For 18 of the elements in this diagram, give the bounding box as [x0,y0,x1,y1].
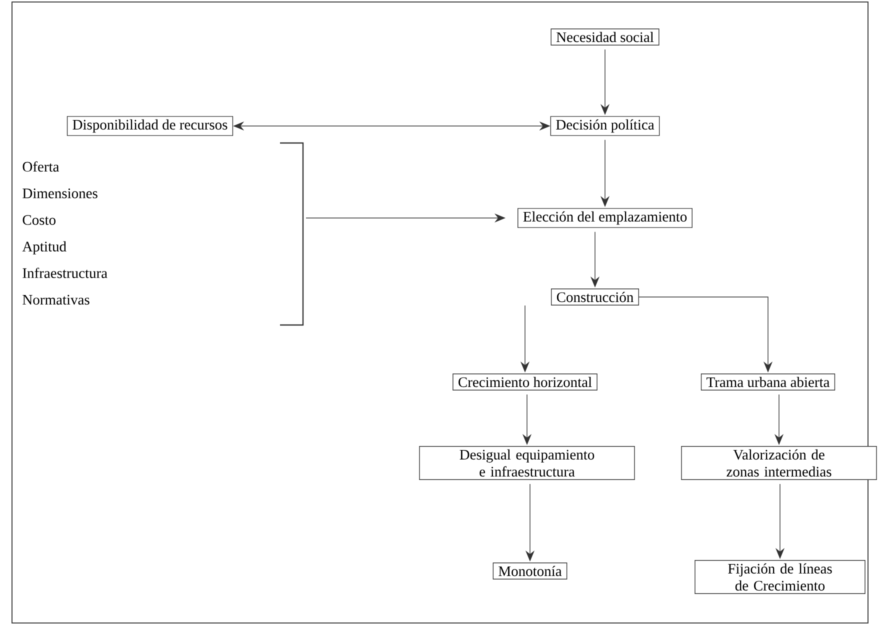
node-label: Normativas [22,294,90,305]
process-box: Desigual equipamiento e infraestructura [419,446,635,480]
factor-list: Oferta Dimensiones Costo Aptitud Infraestructura Normativas [22,161,108,305]
node-label: Dimensiones [22,188,98,198]
process-box: Crecimiento horizontal [452,374,598,390]
process-box: Necesidad social [550,28,660,46]
node-label: Infraestructura [22,268,108,278]
process-box: Elección del emplazamiento [518,208,692,228]
process-box: Monotonía [492,562,568,580]
process-box: Construcción [551,288,640,306]
process-box: Disponibilidad de recursos [66,116,234,136]
process-box: Trama urbana abierta [700,374,836,390]
node-label: Oferta [22,161,60,172]
node-label: Costo [22,215,56,225]
process-box: Decisión política [550,116,660,136]
node-label: Aptitud [22,241,66,254]
process-box: Valorización de zonas intermedias [681,446,877,480]
process-box: Fijación de líneas de Crecimiento [694,560,866,594]
